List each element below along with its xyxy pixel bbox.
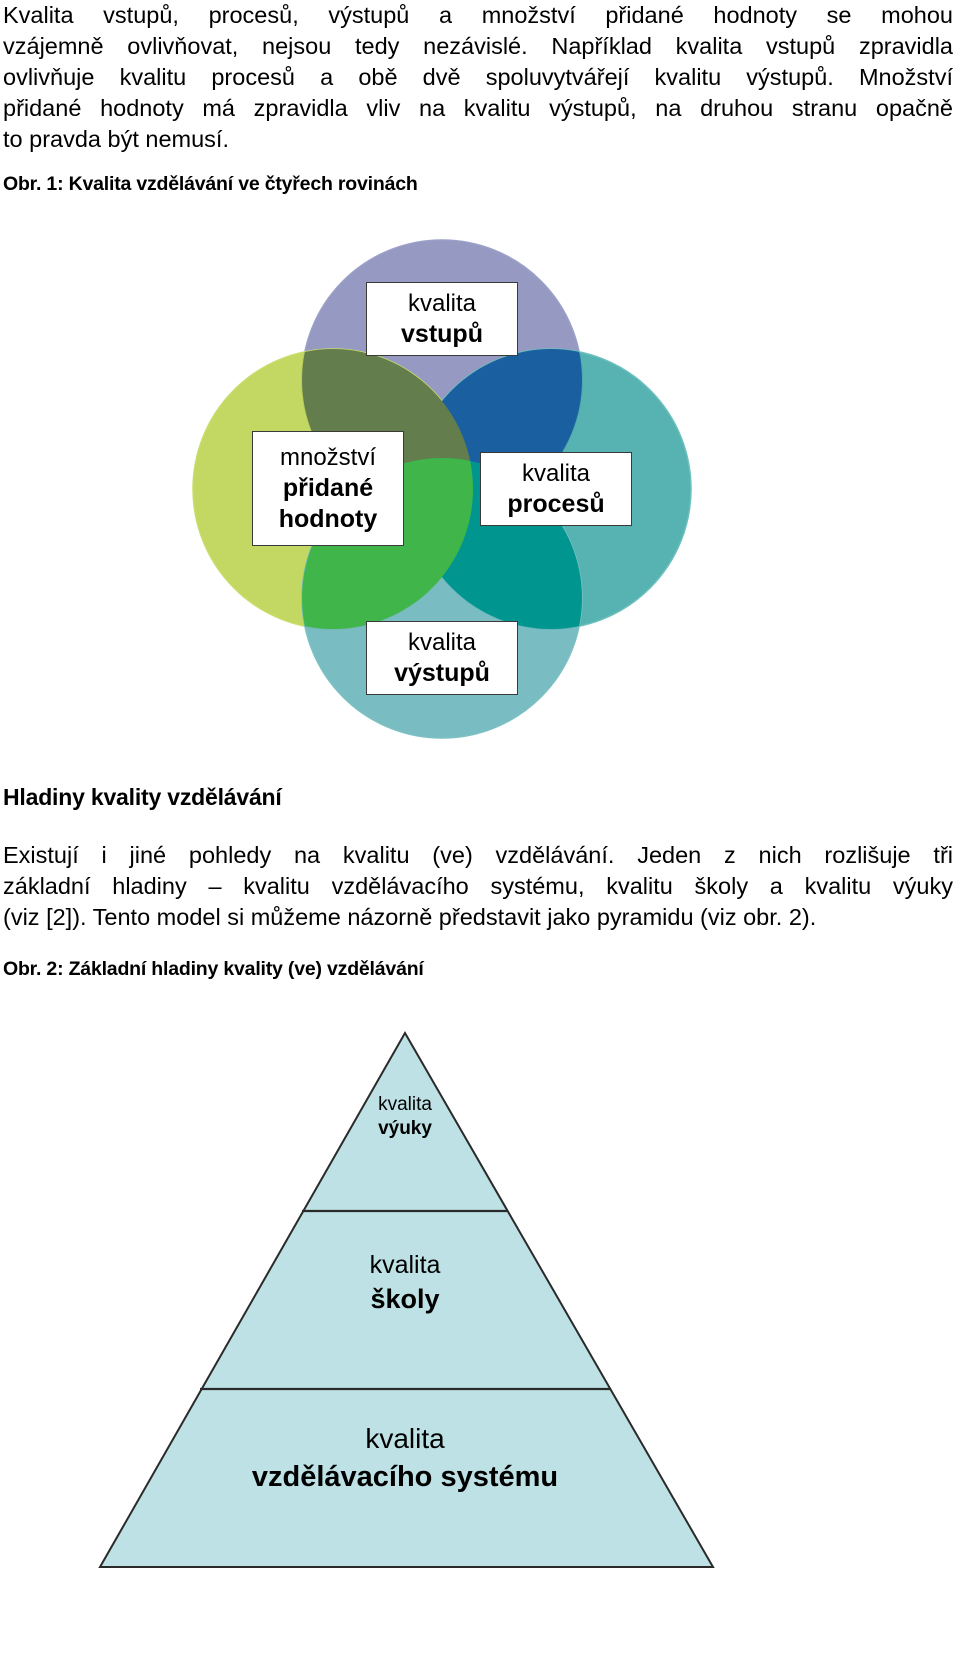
box-mnozstvi-pridane-hodnoty: množství přidané hodnoty — [252, 431, 404, 546]
box-line-bold: přidané — [282, 474, 374, 502]
pyramid-level-vyuky: kvalita výuky — [305, 1093, 505, 1141]
pyramid-level-line-bold: školy — [370, 1284, 440, 1314]
pyramid-level-vzdelavaciho-systemu: kvalita vzdělávacího systému — [155, 1420, 655, 1496]
box-line: kvalita — [407, 290, 477, 317]
box-kvalita-procesu: kvalita procesů — [480, 452, 632, 526]
intro-paragraph: Kvalita vstupů, procesů, výstupů a množs… — [3, 0, 953, 155]
intro-line: Kvalita vstupů, procesů, výstupů a množs… — [3, 2, 953, 28]
intro-line: to pravda být nemusí. — [3, 126, 229, 152]
section-line: Existují i jiné pohledy na kvalitu (ve) … — [3, 842, 953, 868]
section-line: (viz [2]). Tento model si můžeme názorně… — [3, 904, 817, 930]
box-line: kvalita — [407, 629, 477, 656]
pyramid-level-line: kvalita — [365, 1423, 445, 1454]
box-line: kvalita — [521, 460, 591, 487]
pyramid-level-line: kvalita — [369, 1251, 441, 1279]
pyramid-level-line: kvalita — [378, 1094, 432, 1115]
box-line-bold: procesů — [507, 490, 605, 518]
intro-line: přidané hodnoty má zpravidla vliv na kva… — [3, 95, 953, 121]
intro-line: vzájemně ovlivňovat, nejsou tedy nezávis… — [3, 33, 953, 59]
figure1-caption: Obr. 1: Kvalita vzdělávání ve čtyřech ro… — [3, 173, 418, 195]
box-line: množství — [279, 444, 377, 471]
pyramid — [98, 1030, 715, 1568]
box-kvalita-vstupu: kvalita vstupů — [366, 282, 518, 356]
intro-line: ovlivňuje kvalitu procesů a obě dvě spol… — [3, 64, 953, 90]
box-kvalita-vystupu: kvalita výstupů — [366, 621, 518, 695]
pyramid-level-skoly: kvalita školy — [255, 1248, 555, 1316]
box-line-bold: vstupů — [401, 320, 483, 348]
box-line-bold: hodnoty — [278, 505, 378, 533]
section-heading: Hladiny kvality vzdělávání — [3, 784, 282, 810]
pyramid-level-line-bold: vzdělávacího systému — [251, 1461, 559, 1493]
figure2-caption: Obr. 2: Základní hladiny kvality (ve) vz… — [3, 958, 424, 980]
box-line-bold: výstupů — [394, 659, 490, 687]
section-paragraph: Existují i jiné pohledy na kvalitu (ve) … — [3, 840, 953, 933]
section-line: základní hladiny – kvalitu vzdělávacího … — [3, 873, 953, 899]
pyramid-level-line-bold: výuky — [378, 1118, 432, 1139]
